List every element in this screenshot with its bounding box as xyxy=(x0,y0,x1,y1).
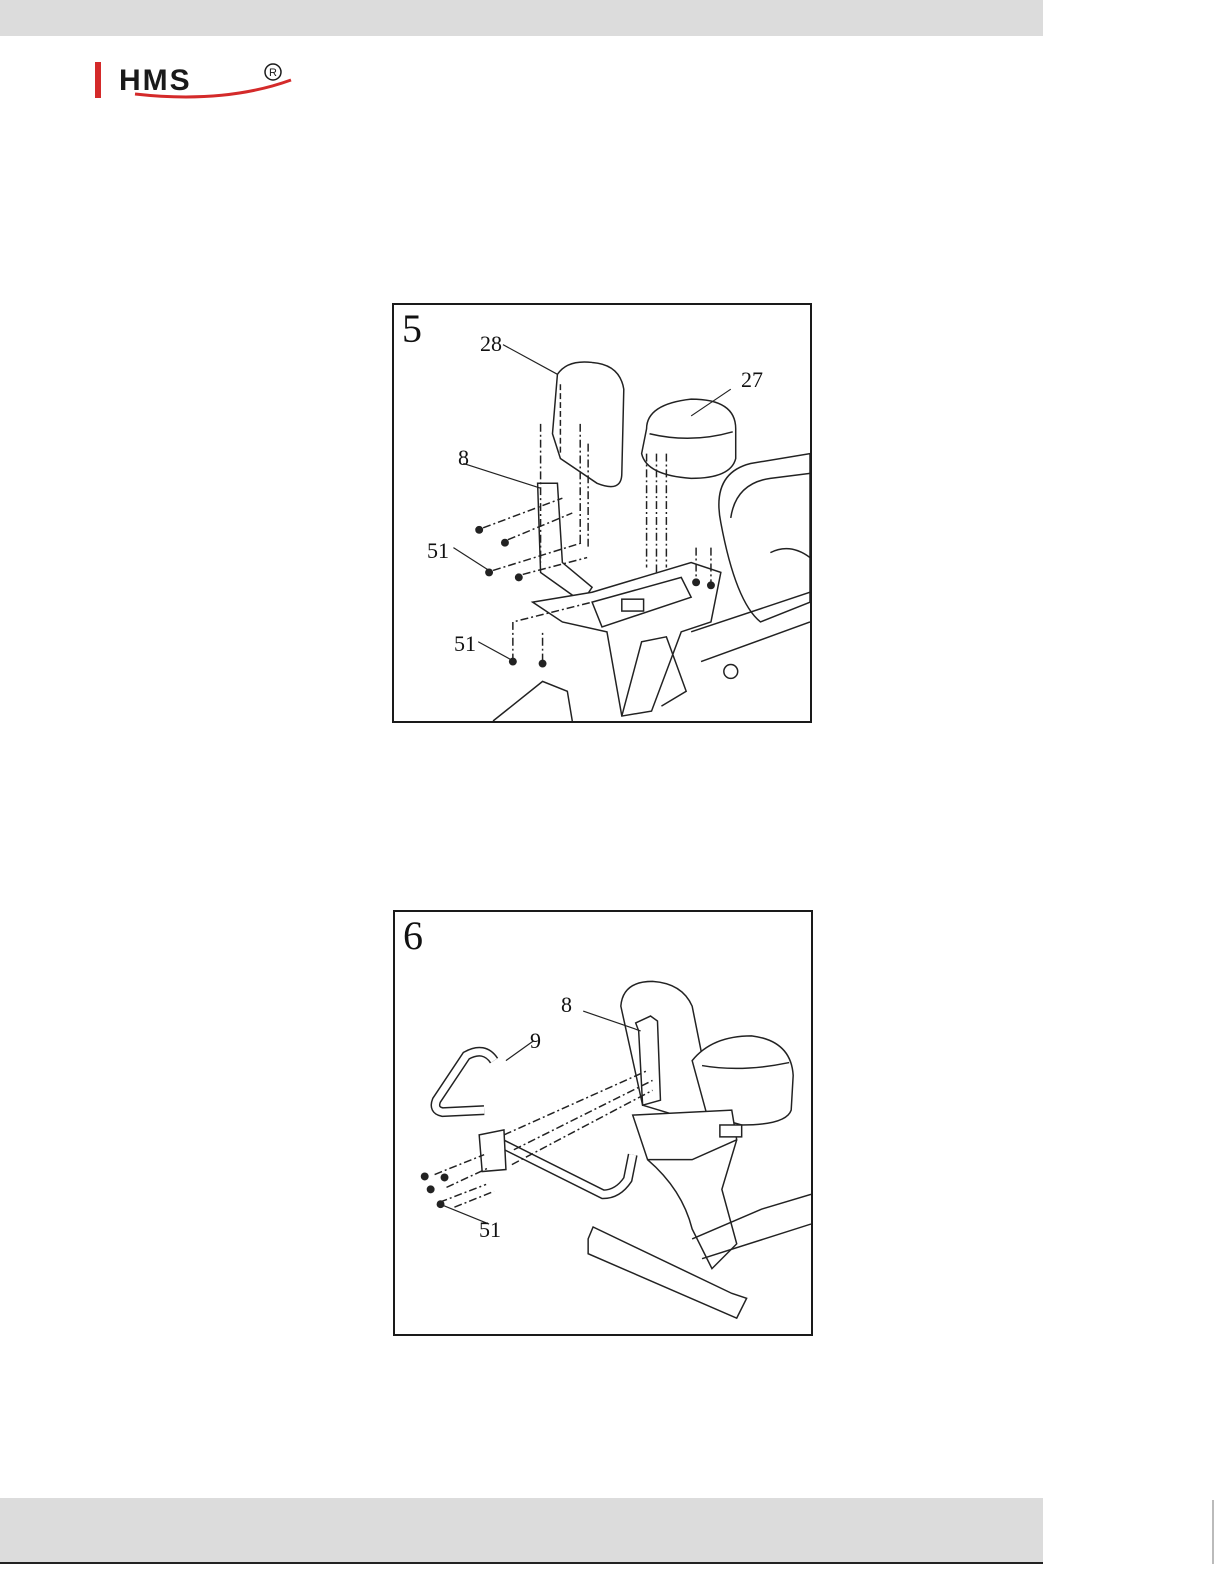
footer-bar xyxy=(0,1498,1043,1564)
assembly-figure-step-5: 5 28 27 8 51 51 xyxy=(392,303,812,723)
part-label-bolts: 51 xyxy=(479,1217,501,1243)
part-label-handlebar: 9 xyxy=(530,1028,541,1054)
part-label-seat: 27 xyxy=(741,367,763,393)
step-number: 6 xyxy=(403,912,423,959)
header-bar xyxy=(0,0,1043,36)
hms-logo: HMS R xyxy=(95,60,315,102)
part-label-bolts-upper: 51 xyxy=(427,538,449,564)
part-label-backrest: 28 xyxy=(480,331,502,357)
page-edge-mark xyxy=(1212,1500,1214,1564)
part-label-bolts-lower: 51 xyxy=(454,631,476,657)
svg-text:R: R xyxy=(269,67,277,79)
part-label-frame-post: 8 xyxy=(561,992,572,1018)
assembly-figure-step-6: 6 8 9 51 xyxy=(393,910,813,1336)
svg-text:HMS: HMS xyxy=(119,64,192,97)
step-number: 5 xyxy=(402,305,422,352)
handlebar-drawing xyxy=(395,912,811,1334)
part-label-frame-post: 8 xyxy=(458,445,469,471)
